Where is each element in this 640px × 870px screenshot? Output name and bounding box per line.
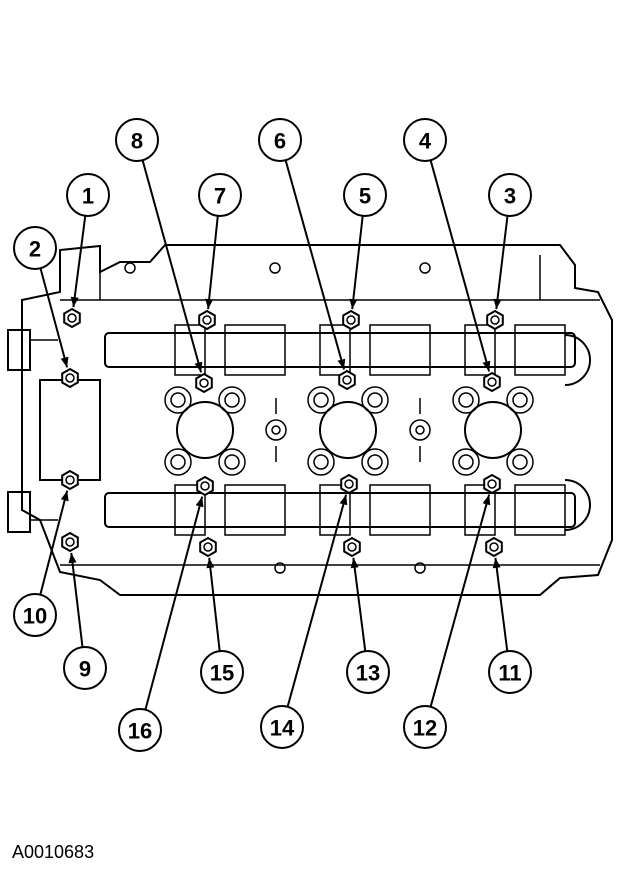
leader-line-1 xyxy=(72,215,87,308)
callout-16: 16 xyxy=(118,708,162,752)
figure-reference-code: A0010683 xyxy=(12,842,95,862)
cylinder-head-outline xyxy=(7,244,613,596)
leader-line-8 xyxy=(141,159,203,373)
callout-label-3: 3 xyxy=(504,184,516,209)
upper-camshaft xyxy=(104,324,576,376)
callout-label-1: 1 xyxy=(82,184,94,209)
head-bolt-7 xyxy=(198,309,216,331)
callout-label-12: 12 xyxy=(413,716,437,741)
callout-10: 10 xyxy=(13,593,57,637)
callout-label-15: 15 xyxy=(210,661,234,686)
head-bolt-1 xyxy=(63,307,81,329)
callout-7: 7 xyxy=(198,173,242,217)
spark-plug-wells xyxy=(265,398,431,462)
leader-line-7 xyxy=(207,215,219,310)
leader-arrowhead-8 xyxy=(194,361,203,373)
callout-9: 9 xyxy=(63,646,107,690)
leader-arrowhead-4 xyxy=(482,360,491,372)
callout-14: 14 xyxy=(260,705,304,749)
leader-arrowhead-16 xyxy=(195,496,204,508)
callout-label-6: 6 xyxy=(274,129,286,154)
head-bolt-13 xyxy=(343,536,361,558)
leader-line-5 xyxy=(351,215,364,310)
leader-arrowhead-14 xyxy=(339,494,348,506)
callout-8: 8 xyxy=(115,118,159,162)
callout-12: 12 xyxy=(403,705,447,749)
head-bolt-5 xyxy=(342,309,360,331)
head-bolt-10 xyxy=(61,469,79,491)
callout-5: 5 xyxy=(343,173,387,217)
leader-arrowhead-3 xyxy=(493,298,502,310)
leader-line-12 xyxy=(429,494,491,708)
callout-1: 1 xyxy=(66,173,110,217)
callout-15: 15 xyxy=(200,650,244,694)
leader-line-3 xyxy=(495,215,509,310)
head-bolt-8 xyxy=(195,372,213,394)
callout-label-11: 11 xyxy=(498,661,521,686)
callout-label-5: 5 xyxy=(359,184,371,209)
leader-arrowhead-10 xyxy=(60,490,69,502)
head-bolt-12 xyxy=(483,473,501,495)
head-bolt-6 xyxy=(338,369,356,391)
callout-label-7: 7 xyxy=(214,184,226,209)
leader-lines xyxy=(39,159,509,710)
leader-arrowhead-6 xyxy=(337,358,346,370)
lower-camshaft xyxy=(104,484,576,536)
leader-arrowhead-13 xyxy=(350,557,359,569)
leader-arrowhead-12 xyxy=(482,494,491,506)
callout-label-13: 13 xyxy=(356,661,380,686)
leader-line-9 xyxy=(70,552,84,648)
leader-arrowhead-5 xyxy=(349,298,358,310)
head-bolt-3 xyxy=(486,309,504,331)
leader-arrowhead-1 xyxy=(70,296,79,308)
callout-6: 6 xyxy=(258,118,302,162)
callout-label-2: 2 xyxy=(29,237,41,262)
leader-line-11 xyxy=(494,557,509,652)
head-bolt-16 xyxy=(196,475,214,497)
head-bolts xyxy=(61,307,504,558)
head-bolt-9 xyxy=(61,531,79,553)
callout-label-9: 9 xyxy=(79,657,91,682)
head-bolt-14 xyxy=(340,473,358,495)
leader-line-13 xyxy=(352,557,367,652)
cylinder-2-valves xyxy=(307,386,389,476)
head-bolt-11 xyxy=(485,536,503,558)
leader-arrowhead-15 xyxy=(206,557,215,569)
leader-line-14 xyxy=(286,494,348,708)
callout-label-16: 16 xyxy=(128,719,152,744)
cylinder-1-valves xyxy=(164,386,246,476)
leader-line-4 xyxy=(429,159,491,372)
leader-line-10 xyxy=(39,490,69,595)
callout-3: 3 xyxy=(488,173,532,217)
callout-label-14: 14 xyxy=(270,716,295,741)
callout-4: 4 xyxy=(403,118,447,162)
leader-arrowhead-7 xyxy=(205,298,214,310)
callout-2: 2 xyxy=(13,226,57,270)
head-bolt-4 xyxy=(483,371,501,393)
leader-arrowhead-9 xyxy=(68,552,77,564)
leader-arrowhead-2 xyxy=(60,356,69,368)
callout-11: 11 xyxy=(488,650,532,694)
leader-line-2 xyxy=(39,268,69,368)
callout-label-10: 10 xyxy=(23,604,47,629)
leader-line-6 xyxy=(284,159,345,370)
head-bolt-2 xyxy=(61,367,79,389)
leader-line-15 xyxy=(208,557,221,652)
leader-line-16 xyxy=(144,496,204,710)
callout-label-4: 4 xyxy=(419,129,432,154)
callout-13: 13 xyxy=(346,650,390,694)
leader-arrowhead-11 xyxy=(492,557,501,569)
callout-label-8: 8 xyxy=(131,129,143,154)
cylinder-3-valves xyxy=(452,386,534,476)
head-bolt-15 xyxy=(199,536,217,558)
